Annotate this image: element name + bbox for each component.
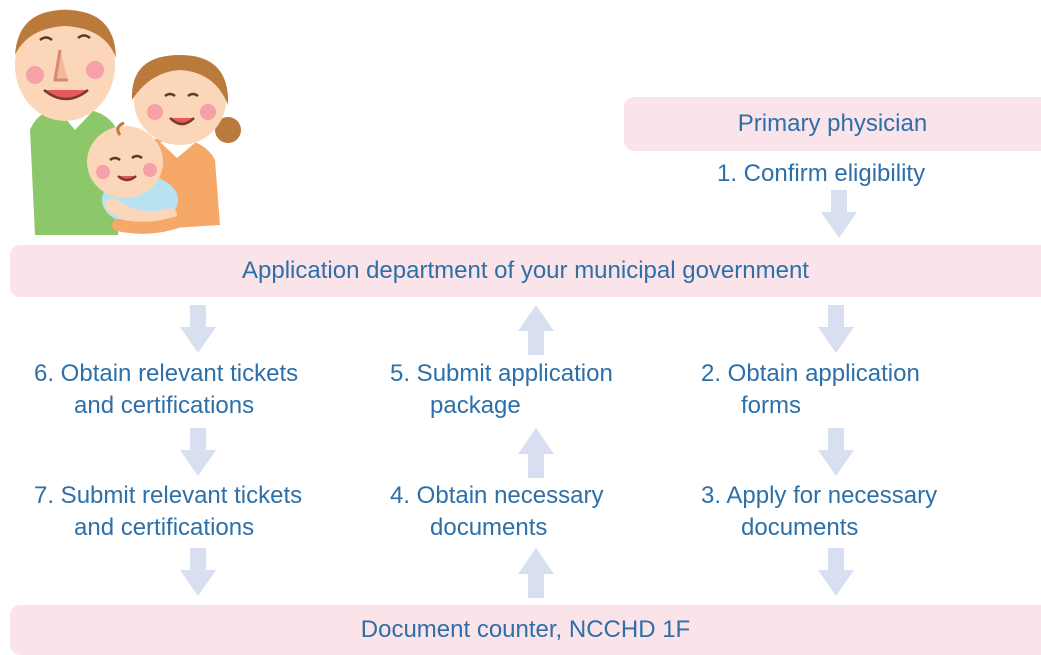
arrow-down-step6-to-step7 (178, 428, 218, 478)
document-counter-band: Document counter, NCCHD 1F (10, 605, 1041, 655)
document-counter-label: Document counter, NCCHD 1F (360, 616, 691, 643)
arrow-up-step4-to-step5 (516, 428, 556, 478)
step-3: 3. Apply for necessary documents (701, 480, 937, 544)
step-4-line2: documents (430, 514, 548, 541)
step-5-line1: 5. Submit application (390, 360, 613, 387)
step-3-line1: 3. Apply for necessary (701, 482, 938, 509)
arrow-down-step3-to-counter (816, 548, 856, 598)
step-3-line2: documents (741, 514, 859, 541)
step-2-line1: 2. Obtain application (701, 360, 920, 387)
step-2-line2: forms (741, 392, 801, 419)
arrow-down-step7-to-counter (178, 548, 218, 598)
step-7-line1: 7. Submit relevant tickets (34, 482, 303, 509)
arrow-down-municipal-to-step6 (178, 305, 218, 355)
step-5: 5. Submit application package (390, 358, 613, 422)
step-6: 6. Obtain relevant tickets and certifica… (34, 358, 298, 422)
family-illustration (0, 0, 250, 240)
step-1-text: 1. Confirm eligibility (717, 160, 926, 187)
father-hair (15, 10, 116, 58)
step-4: 4. Obtain necessary documents (390, 480, 603, 544)
primary-physician-label: Primary physician (737, 110, 928, 137)
primary-physician-band: Primary physician (624, 97, 1041, 151)
step-6-line1: 6. Obtain relevant tickets (34, 360, 299, 387)
arrow-down-municipal-to-step2 (816, 305, 856, 355)
mother-hair (131, 55, 229, 105)
step-6-line2: and certifications (74, 392, 255, 419)
arrow-down-physician-to-municipal (819, 190, 859, 240)
arrow-down-step2-to-step3 (816, 428, 856, 478)
municipal-government-band: Application department of your municipal… (10, 245, 1041, 297)
arrow-up-counter-to-step4 (516, 548, 556, 598)
municipal-government-label: Application department of your municipal… (242, 257, 809, 284)
step-2: 2. Obtain application forms (701, 358, 920, 422)
step-1: 1. Confirm eligibility (717, 158, 925, 190)
step-5-line2: package (430, 392, 521, 419)
step-4-line1: 4. Obtain necessary (390, 482, 604, 509)
arrow-up-step5-to-municipal (516, 305, 556, 355)
step-7-line2: and certifications (74, 514, 255, 541)
step-7: 7. Submit relevant tickets and certifica… (34, 480, 302, 544)
